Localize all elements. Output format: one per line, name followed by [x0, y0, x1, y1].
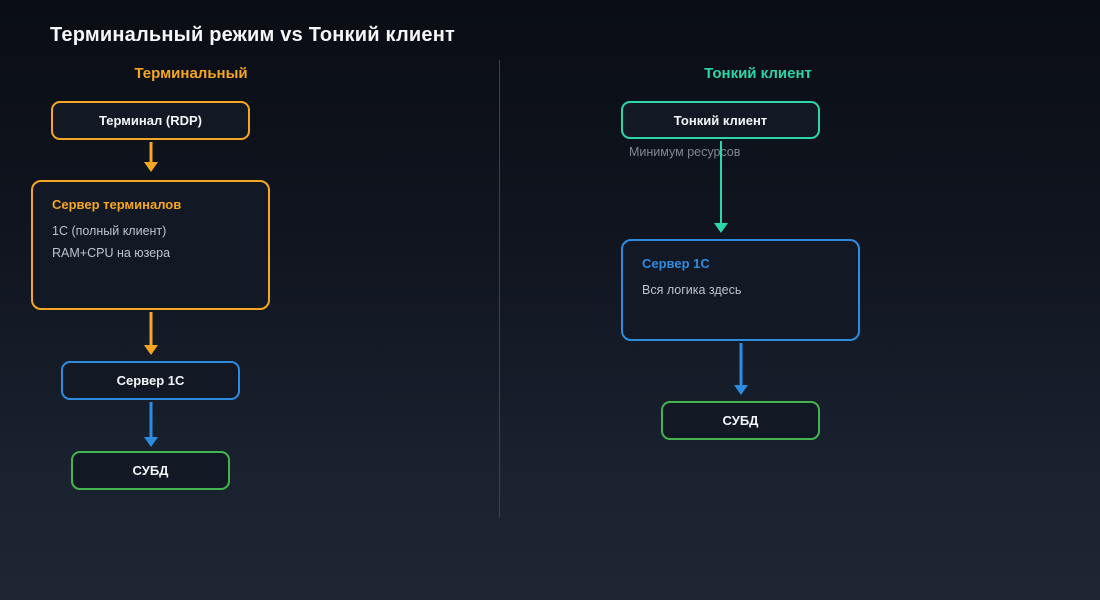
- node-terminal-rdp-label: Терминал (RDP): [99, 113, 202, 128]
- arrow-shaft: [149, 402, 153, 439]
- node-server-1c-left: Сервер 1С: [61, 361, 240, 400]
- node-subd-right-label: СУБД: [722, 413, 759, 428]
- node-server-terminals-line2: RAM+CPU на юзера: [52, 246, 171, 260]
- column-divider: [499, 60, 500, 518]
- node-subd-left: СУБД: [71, 451, 230, 490]
- left-column-header: Терминальный: [134, 65, 248, 82]
- node-server-1c-right-title: Сервер 1С: [642, 256, 710, 271]
- node-server-terminals: Сервер терминалов 1С (полный клиент) RAM…: [31, 180, 270, 310]
- page-title: Терминальный режим vs Тонкий клиент: [50, 24, 455, 46]
- arrow-head: [714, 223, 728, 233]
- arrow-shaft: [739, 343, 743, 387]
- arrow-server-1c-to-subd-right-icon: [734, 343, 748, 395]
- arrow-server-1c-to-subd-left-icon: [144, 402, 158, 447]
- arrow-head: [144, 437, 158, 447]
- arrow-head: [144, 162, 158, 172]
- node-subd-left-label: СУБД: [132, 463, 169, 478]
- node-server-1c-right-line1: Вся логика здесь: [642, 283, 742, 297]
- arrow-shaft: [149, 142, 153, 164]
- arrow-shaft: [149, 312, 153, 347]
- node-server-1c-right: Сервер 1С Вся логика здесь: [621, 239, 860, 341]
- arrow-server-terminals-to-server-1c-icon: [144, 312, 158, 355]
- arrow-head: [734, 385, 748, 395]
- node-server-terminals-line1: 1С (полный клиент): [52, 224, 167, 238]
- node-thin-client-label: Тонкий клиент: [673, 112, 768, 128]
- arrow-terminal-to-server-terminals-icon: [144, 142, 158, 172]
- arrow-shaft: [720, 141, 722, 225]
- node-terminal-rdp: Терминал (RDP): [51, 101, 250, 140]
- arrow-thin-client-to-server-1c-icon: [714, 141, 728, 233]
- node-server-1c-left-label: Сервер 1С: [116, 373, 185, 388]
- node-subd-right: СУБД: [661, 401, 820, 440]
- node-server-terminals-title: Сервер терминалов: [52, 197, 182, 212]
- arrow-head: [144, 345, 158, 355]
- right-column-header: Тонкий клиент: [704, 65, 812, 82]
- node-thin-client: Тонкий клиент: [621, 101, 820, 139]
- thin-client-caption: Минимум ресурсов: [629, 145, 741, 159]
